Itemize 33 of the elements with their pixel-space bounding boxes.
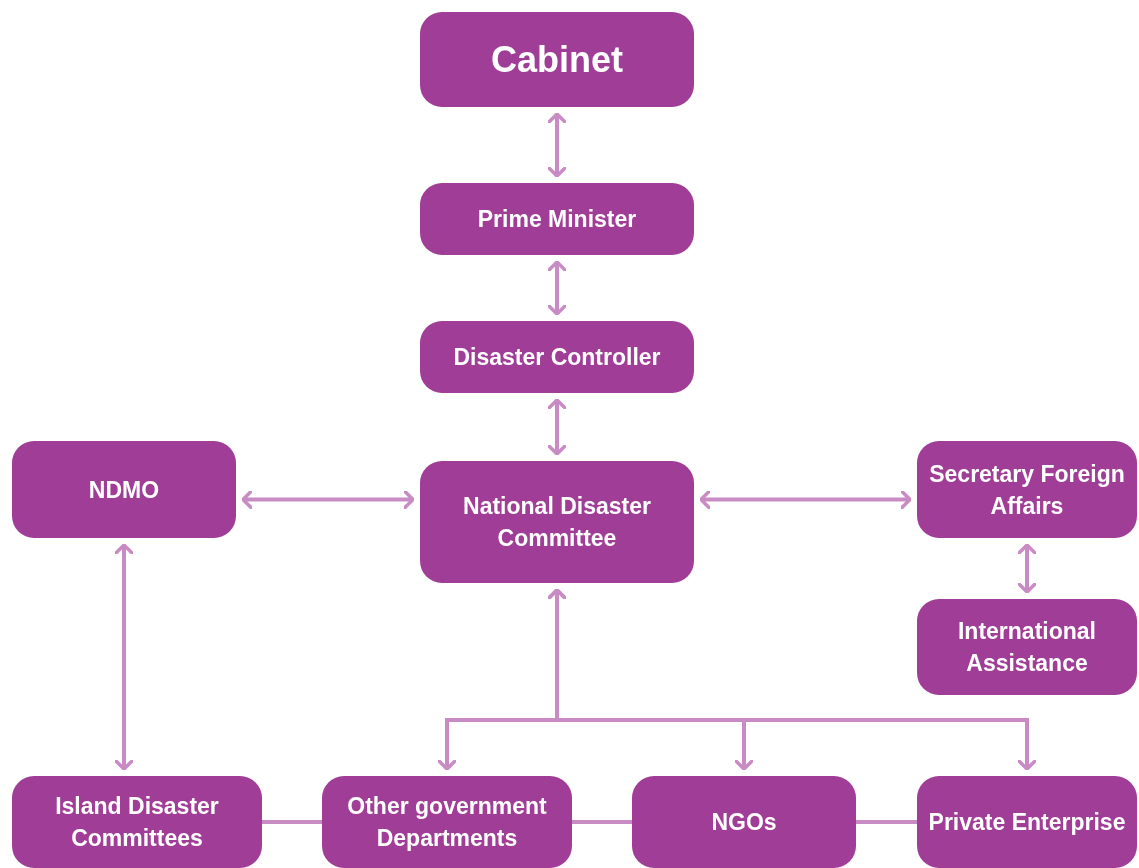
process-box — [917, 599, 1137, 695]
box-label: Private Enterprise — [928, 808, 1126, 837]
box-label: Secretary Foreign Affairs — [928, 459, 1126, 521]
double-arrow — [699, 489, 912, 510]
process-box — [420, 183, 694, 255]
double-arrow — [114, 543, 134, 771]
double-arrow — [547, 112, 567, 178]
box-label: Prime Minister — [477, 205, 637, 234]
double-arrow — [547, 260, 567, 316]
process-box — [632, 776, 856, 868]
process-box — [917, 776, 1137, 868]
double-arrow — [547, 588, 1037, 771]
box-label: International Assistance — [957, 617, 1097, 678]
connector-line — [856, 820, 917, 824]
box-label: Island Disaster Committees — [54, 792, 220, 853]
box-label: NDMO — [88, 475, 160, 505]
box-label: Cabinet — [491, 37, 623, 82]
box-label: Other government Departments — [346, 792, 548, 853]
double-arrow — [547, 398, 567, 456]
double-arrow — [241, 489, 415, 510]
process-box — [917, 441, 1137, 538]
process-box — [420, 12, 694, 107]
connector-line — [572, 820, 632, 824]
box-label: National Disaster Committee — [462, 492, 652, 553]
process-box — [420, 461, 694, 583]
box-label: NGOs — [711, 808, 777, 837]
process-box — [322, 776, 572, 868]
process-box — [12, 441, 236, 538]
connector-line — [262, 820, 322, 824]
box-label: Disaster Controller — [453, 343, 661, 372]
double-arrow — [1017, 543, 1037, 594]
process-box — [12, 776, 262, 868]
process-box — [420, 321, 694, 393]
